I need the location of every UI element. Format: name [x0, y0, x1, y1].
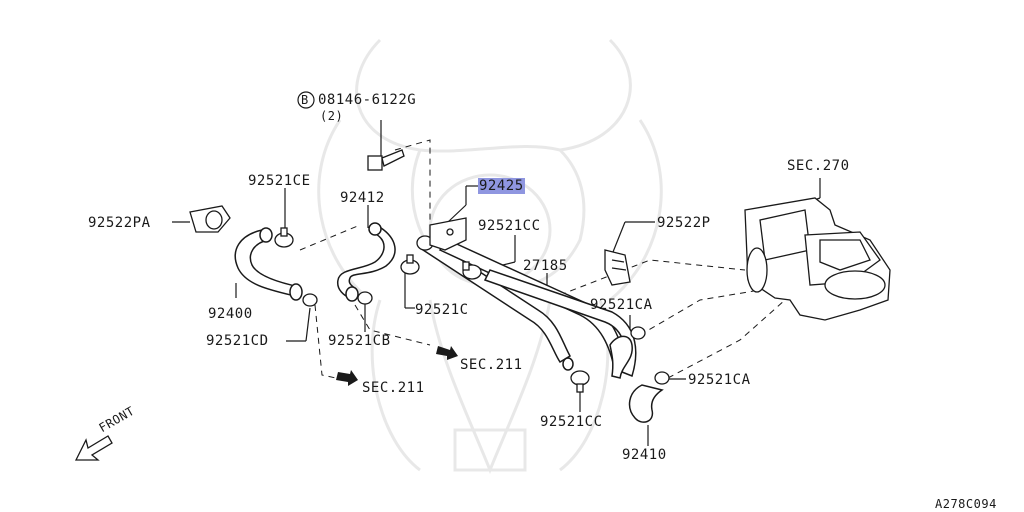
- label-sec211-right: SEC.211: [460, 357, 523, 373]
- label-92521CB: 92521CB: [328, 333, 391, 349]
- label-92410: 92410: [622, 447, 667, 463]
- label-27185: 27185: [523, 258, 568, 274]
- clip-92522PA: [189, 205, 231, 233]
- label-92521CA-bottom: 92521CA: [688, 372, 751, 388]
- heater-unit: [744, 197, 891, 321]
- diagram-code: A278C094: [935, 497, 997, 511]
- label-bolt-qty: (2): [320, 109, 344, 123]
- label-92522PA: 92522PA: [88, 215, 151, 231]
- bolt-part: [367, 149, 405, 171]
- sec211-arrows: [336, 346, 458, 386]
- label-92425-highlighted: 92425: [478, 178, 525, 194]
- dashed-lines: [299, 139, 786, 381]
- label-bolt-number: 08146-6122G: [318, 92, 417, 108]
- hose-92400: [234, 227, 303, 301]
- label-92521CE: 92521CE: [248, 173, 311, 189]
- label-92521CC-top: 92521CC: [478, 218, 541, 234]
- hose-27185: [418, 236, 637, 377]
- label-92521C: 92521C: [415, 302, 469, 318]
- hose-92412: [336, 222, 396, 302]
- label-92521CD: 92521CD: [206, 333, 269, 349]
- label-92400: 92400: [208, 306, 253, 322]
- front-arrow: [74, 435, 113, 461]
- label-92412: 92412: [340, 190, 385, 206]
- hose-92410: [609, 335, 664, 423]
- label-92521CC-bottom: 92521CC: [540, 414, 603, 430]
- bolt-marker-circle: [297, 91, 315, 109]
- label-92521CA-top: 92521CA: [590, 297, 653, 313]
- label-92522P: 92522P: [657, 215, 711, 231]
- clip-92522P: [604, 249, 631, 286]
- label-sec270: SEC.270: [787, 158, 850, 174]
- bolt-marker-letter: B: [301, 93, 309, 107]
- bracket-92425: [429, 217, 467, 251]
- clamp-markers: [274, 227, 670, 393]
- label-sec211-left: SEC.211: [362, 380, 425, 396]
